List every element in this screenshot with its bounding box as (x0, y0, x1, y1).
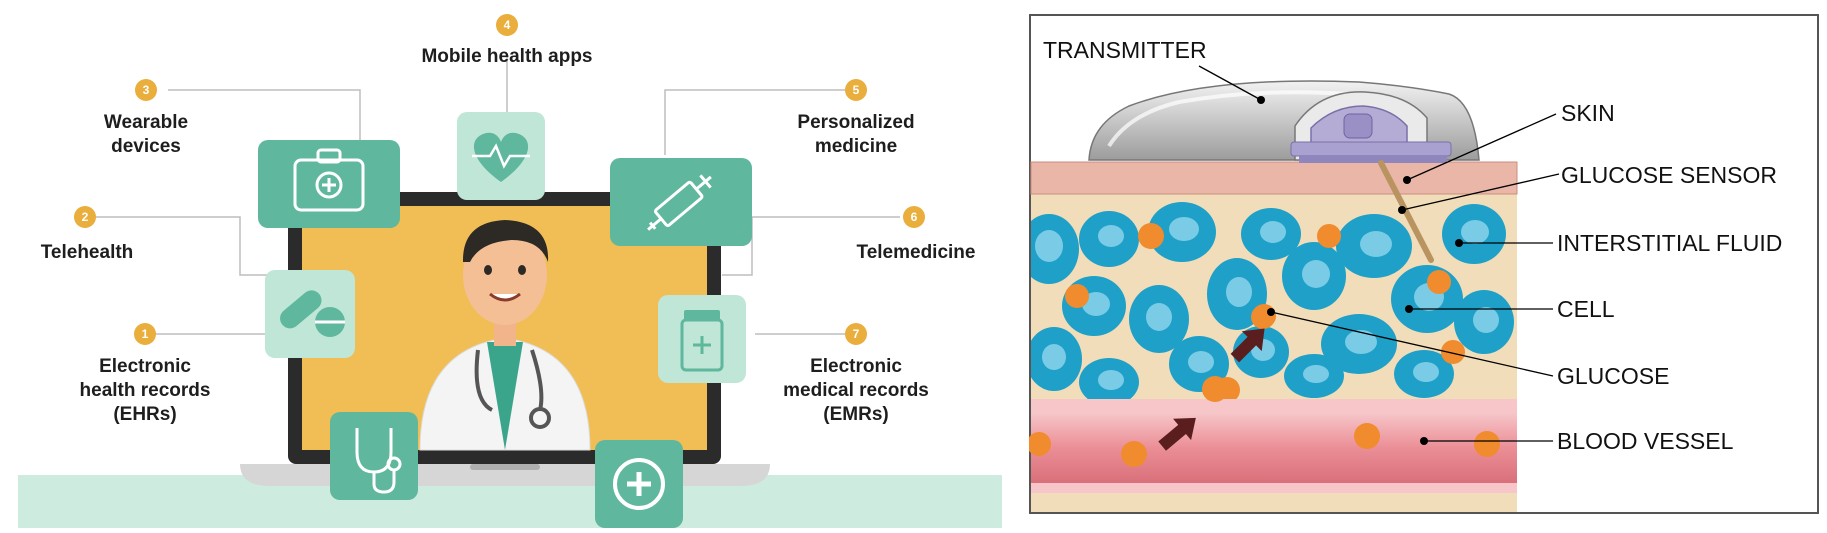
medical-cross-icon (595, 440, 683, 528)
label-glucose: GLUCOSE (1557, 363, 1669, 389)
badge-6: 6 (911, 210, 918, 224)
label-wearable-line1: Wearable (104, 112, 188, 133)
doctor-illustration (419, 220, 591, 451)
label-ehr-line3: (EHRs) (113, 404, 176, 425)
item-labels: Electronic health records (EHRs) Telehea… (41, 46, 976, 425)
pills-icon (265, 270, 355, 358)
label-skin: SKIN (1561, 100, 1615, 126)
glucose-sensor-filament (1378, 160, 1434, 263)
skin-layer (1030, 161, 1518, 195)
transmitter-device (1088, 80, 1480, 163)
pill-bottle-icon (658, 295, 746, 383)
glucose-transit (1202, 376, 1228, 402)
label-telemedicine: Telemedicine (857, 242, 976, 263)
label-ehr-line2: health records (80, 380, 211, 401)
badge-4: 4 (504, 18, 511, 32)
leader-dots (1257, 96, 1463, 445)
glucose-sensor-diagram: TRANSMITTER SKIN GLUCOSE SENSOR INTERSTI… (1027, 14, 1819, 514)
badge-3: 3 (143, 83, 150, 97)
label-emr-line2: medical records (783, 380, 929, 401)
glucose-target (1252, 304, 1276, 328)
label-transmitter: TRANSMITTER (1043, 37, 1207, 63)
label-personalized-line1: Personalized (797, 112, 914, 133)
label-blood-vessel: BLOOD VESSEL (1557, 428, 1734, 454)
badge-1: 1 (142, 327, 149, 341)
diffusion-arrows (1158, 328, 1265, 451)
blood-vessel-layer (1027, 399, 1517, 512)
glucose-sensor-svg: TRANSMITTER SKIN GLUCOSE SENSOR INTERSTI… (1027, 14, 1819, 514)
digital-health-infographic: 1 2 3 4 5 6 7 Electronic health records … (18, 14, 1003, 528)
badge-7: 7 (853, 327, 860, 341)
medkit-icon (258, 140, 400, 228)
stethoscope-icon (330, 412, 418, 500)
label-personalized-line2: medicine (815, 136, 897, 157)
digital-health-svg: 1 2 3 4 5 6 7 Electronic health records … (18, 14, 1003, 528)
syringe-icon (610, 158, 752, 246)
heart-pulse-icon (457, 112, 545, 200)
diagram-labels: TRANSMITTER SKIN GLUCOSE SENSOR INTERSTI… (1043, 37, 1782, 454)
leader-lines (1198, 65, 1560, 442)
label-glucose-sensor: GLUCOSE SENSOR (1561, 162, 1777, 188)
label-ehr-line1: Electronic (99, 356, 191, 377)
badge-5: 5 (853, 83, 860, 97)
label-emr-line3: (EMRs) (823, 404, 888, 425)
number-badges: 1 2 3 4 5 6 7 (74, 14, 925, 345)
label-wearable-line2: devices (111, 136, 181, 157)
label-emr-line1: Electronic (810, 356, 902, 377)
label-interstitial-fluid: INTERSTITIAL FLUID (1557, 230, 1782, 256)
badge-2: 2 (82, 210, 89, 224)
label-telehealth: Telehealth (41, 242, 134, 263)
label-mobile-apps: Mobile health apps (421, 46, 592, 67)
connector-lines (93, 53, 900, 335)
glucose-molecules-blood (1027, 423, 1500, 467)
label-cell: CELL (1557, 296, 1615, 322)
